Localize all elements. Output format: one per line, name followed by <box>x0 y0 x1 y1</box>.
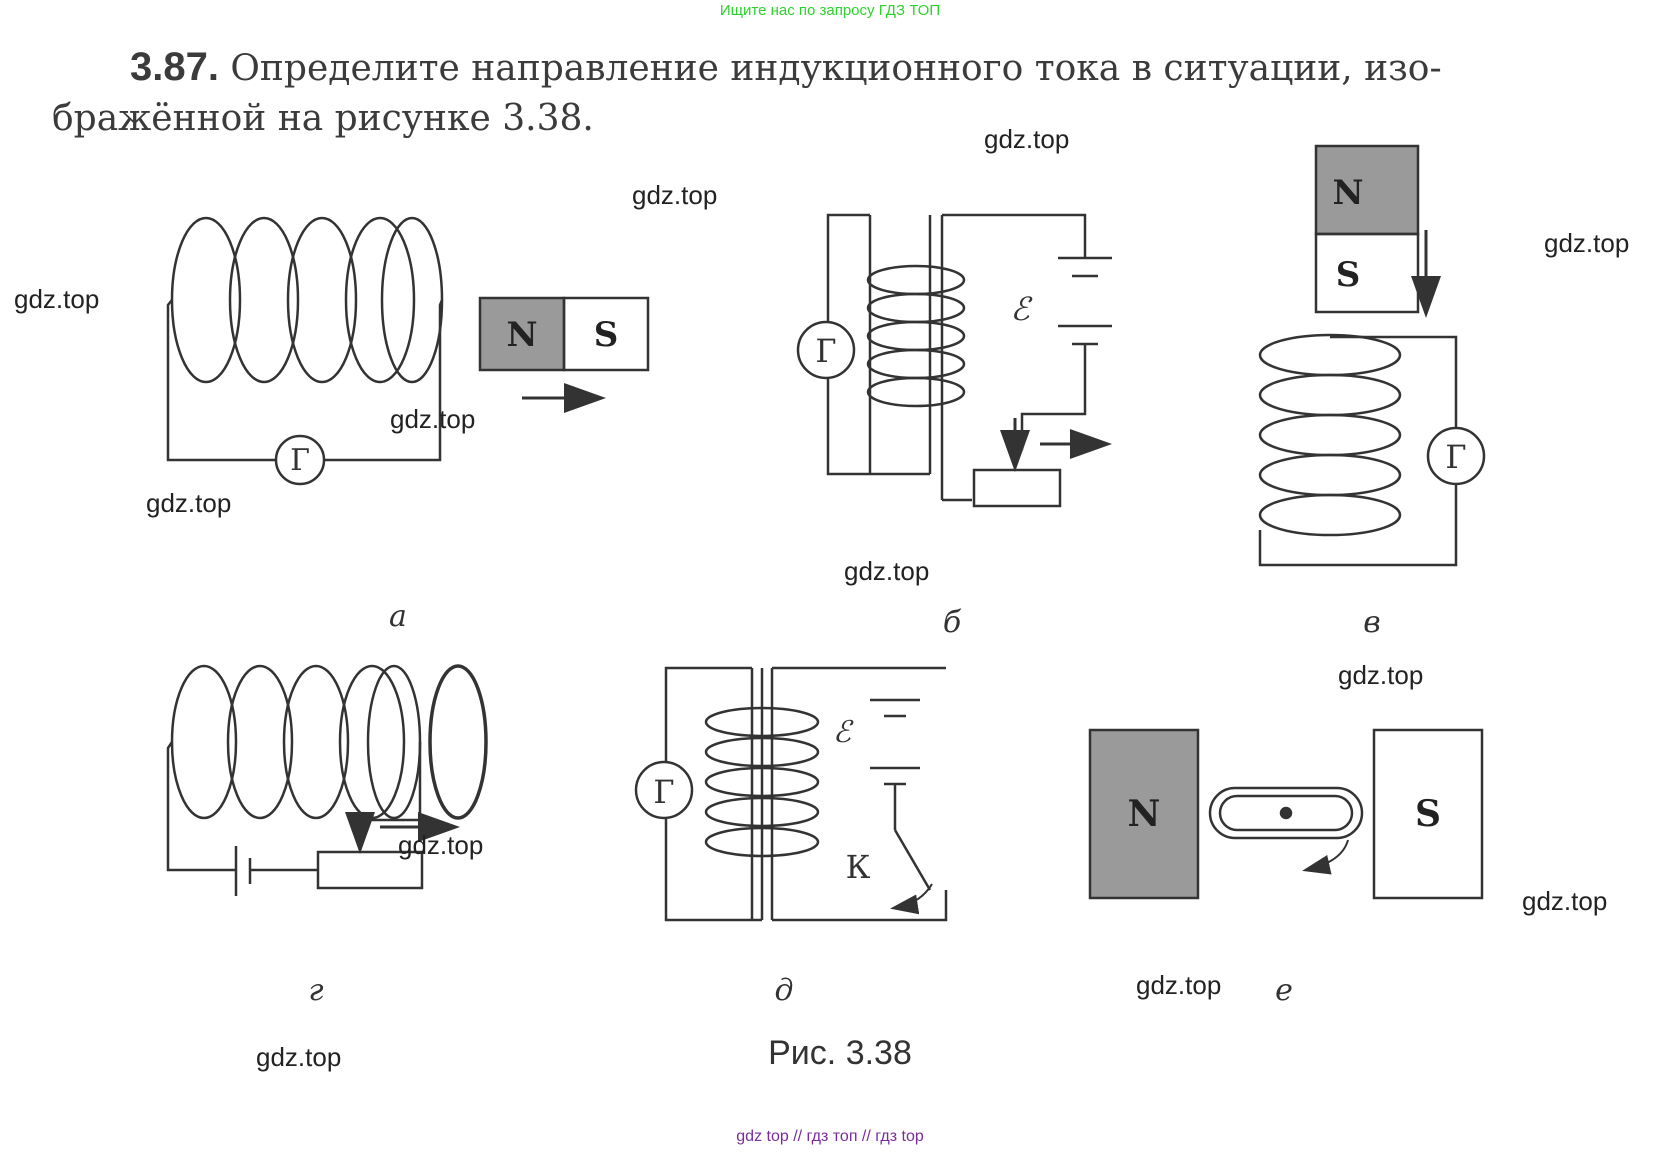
label-north-e: N <box>1128 793 1161 835</box>
watermark: gdz.top <box>256 1042 342 1072</box>
galvanometer-v <box>1426 426 1486 486</box>
switch-d <box>893 829 932 891</box>
watermark: gdz.top <box>1544 228 1630 258</box>
figure-caption: Рис. 3.38 <box>768 1034 912 1072</box>
circuit-v <box>1258 144 1486 567</box>
wire-b-top <box>942 213 1087 258</box>
battery-b <box>1058 256 1112 346</box>
frame-e-inner <box>1218 794 1354 832</box>
galvanometer-a <box>274 434 326 486</box>
coil-d <box>704 706 820 858</box>
circuit-g <box>166 664 488 896</box>
wire-v-top <box>1330 335 1458 428</box>
arrow-e <box>1302 839 1349 875</box>
label-south-e: S <box>1415 793 1441 835</box>
label-south-a: S <box>594 315 619 355</box>
galvanometer-label-a: Г <box>290 443 310 478</box>
wire-g-left <box>166 741 236 872</box>
sublabel-d: д <box>774 973 793 1008</box>
wire-a-right <box>324 299 444 462</box>
emf-label-d: ℰ <box>833 715 854 750</box>
problem-number: 3.87. <box>130 45 219 89</box>
watermark: gdz.top <box>14 284 100 314</box>
galvanometer-b <box>796 320 856 380</box>
magnet-e-north <box>1088 728 1200 900</box>
key-label-d: К <box>846 848 871 886</box>
watermark: gdz.top <box>844 556 930 586</box>
label-north-v: N <box>1332 173 1363 213</box>
watermark: gdz.top <box>1136 970 1222 1000</box>
magnet-e-south <box>1372 728 1484 900</box>
coil-v <box>1258 333 1402 537</box>
circuit-b <box>796 213 1112 508</box>
search-banner[interactable]: Ищите нас по запросу ГДЗ ТОП <box>719 2 941 19</box>
galvanometer-label-b: Г <box>815 332 836 370</box>
frame-e-outer <box>1208 786 1364 840</box>
watermark: gdz.top <box>398 830 484 860</box>
watermark: gdz.top <box>1338 660 1424 690</box>
watermark: gdz.top <box>390 404 476 434</box>
magnet-a-south <box>562 296 650 372</box>
wire-a-left <box>166 299 276 462</box>
wire-v-bottom <box>1258 482 1458 567</box>
galvanometer-label-d: Г <box>653 773 674 811</box>
rheostat-b <box>972 468 1062 508</box>
problem-statement: 3.87. Определите направление индукционно… <box>52 42 1612 144</box>
galvanometer-d <box>634 760 694 820</box>
galvanometer-label-v: Г <box>1445 438 1466 476</box>
sublabel-v: в <box>1363 605 1380 640</box>
magnet-v-south <box>1314 232 1420 314</box>
axis-e <box>1279 806 1293 820</box>
problem-line-2: бражённой на рисунке 3.38. <box>52 98 594 139</box>
emf-label-b: ℰ <box>1010 290 1033 328</box>
problem-line-1: 3.87. Определите направление индукционно… <box>52 42 1612 94</box>
label-south-v: S <box>1336 255 1361 295</box>
problem-text-1: Определите направление индукционного ток… <box>230 48 1442 89</box>
battery-d <box>870 698 920 786</box>
sublabel-e: е <box>1275 973 1293 1008</box>
coil-g <box>170 664 422 820</box>
watermark: gdz.top <box>1522 886 1608 916</box>
watermark: gdz.top <box>146 488 232 518</box>
circuit-d <box>634 666 948 922</box>
footer-links[interactable]: gdz top // гдз топ // гдз top <box>736 1128 924 1145</box>
watermark: gdz.top <box>984 124 1070 154</box>
ring-g <box>428 664 488 820</box>
sublabel-g: г <box>308 973 323 1008</box>
wire-b-to-rheostat <box>1020 344 1087 450</box>
magnet-v-north <box>1314 144 1420 236</box>
circuit-a <box>166 216 650 486</box>
label-north-a: N <box>506 315 537 355</box>
circuit-e <box>1088 728 1484 900</box>
switch-arrow-d <box>890 883 933 915</box>
coil-a <box>170 216 444 384</box>
watermark: gdz.top <box>632 180 718 210</box>
coil-b <box>866 264 966 408</box>
sublabel-a: а <box>389 599 407 634</box>
wire-d-bottom <box>772 890 948 922</box>
sublabel-b: б <box>943 605 962 640</box>
